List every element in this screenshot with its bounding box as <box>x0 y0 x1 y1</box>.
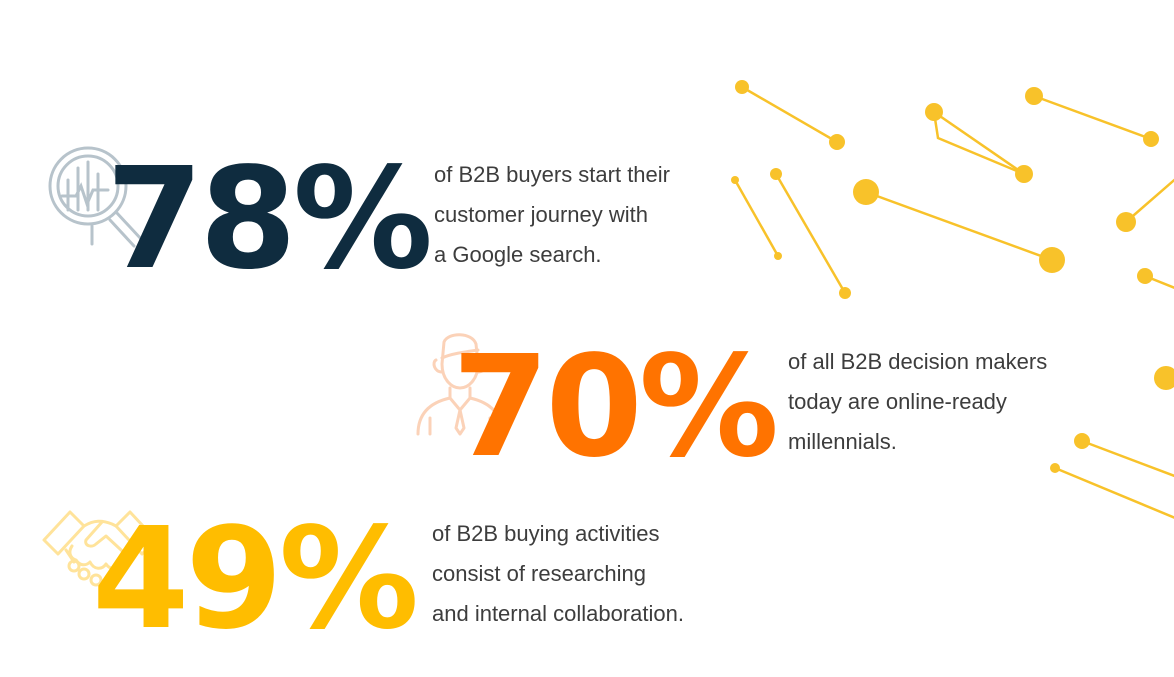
stat-2-line-1: of all B2B decision makers <box>788 349 1048 374</box>
handshake-icon <box>42 510 158 587</box>
stat-1-line-2: customer journey with <box>434 202 648 227</box>
stat-1-line-3: a Google search. <box>434 242 602 267</box>
stat-2-line-2: today are online-ready <box>788 389 1007 414</box>
stat-description-3: of B2B buying activities consist of rese… <box>432 514 684 634</box>
stat-number-3: 49% <box>92 498 419 661</box>
stat-description-1: of B2B buyers start their customer journ… <box>434 155 670 275</box>
stat-number-2: 70% <box>452 326 779 489</box>
stat-description-2: of all B2B decision makers today are onl… <box>788 342 1047 462</box>
stat-3-line-3: and internal collaboration. <box>432 601 684 626</box>
magnifier-analytics-icon <box>48 146 144 248</box>
stat-3-line-2: consist of researching <box>432 561 646 586</box>
stat-1-line-1: of B2B buyers start their <box>434 162 670 187</box>
stat-3-line-1: of B2B buying activities <box>432 521 660 546</box>
businessman-icon <box>416 333 504 436</box>
stat-number-1: 78% <box>106 138 433 301</box>
stat-2-line-3: millennials. <box>788 429 897 454</box>
